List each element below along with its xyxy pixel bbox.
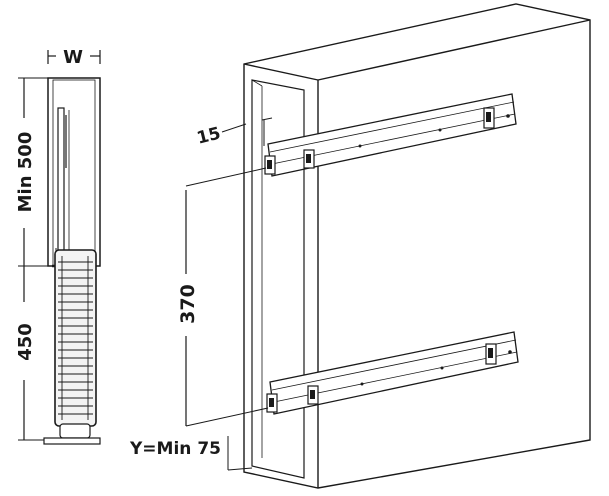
cabinet-perspective: 15 370 Y=Min 75 — [129, 3, 591, 489]
vertical-dimensions: Min 500 450 — [14, 77, 48, 441]
basket — [43, 249, 101, 445]
min-height-label: Min 500 — [15, 132, 36, 213]
offset-dimension: 15 — [195, 117, 273, 149]
rail-offset-label: 15 — [195, 124, 223, 149]
side-view: W — [14, 47, 101, 445]
basket-height-label: 450 — [15, 323, 36, 361]
width-dimension: W — [47, 47, 101, 68]
bottom-clearance-label: Y=Min 75 — [129, 439, 221, 459]
spacing-dimension: 370 — [176, 167, 269, 427]
upper-rail — [264, 93, 517, 177]
width-label: W — [63, 47, 83, 68]
bottom-clearance: Y=Min 75 — [129, 436, 253, 471]
cabinet-section — [47, 77, 101, 268]
rail-spacing-label: 370 — [177, 284, 199, 324]
lower-rail — [266, 331, 519, 415]
